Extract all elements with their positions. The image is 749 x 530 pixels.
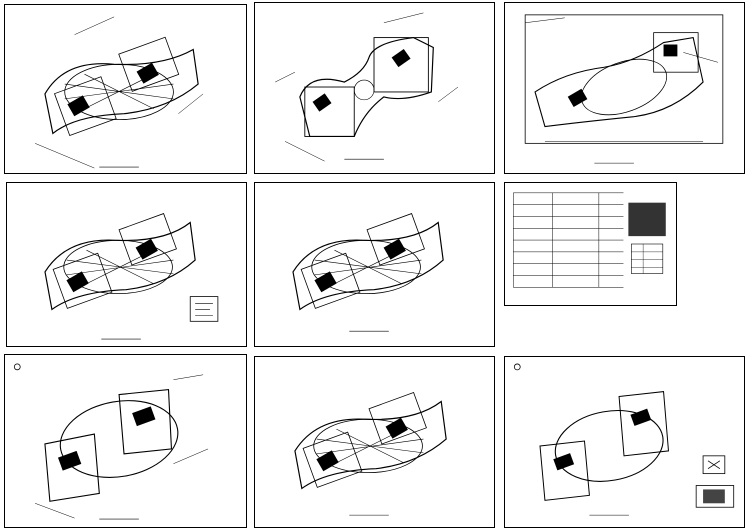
schedule-drawing bbox=[513, 192, 666, 288]
floor-plan-drawing bbox=[34, 16, 204, 169]
drawing-sheet-7[interactable] bbox=[4, 354, 247, 528]
floor-plan-drawing bbox=[294, 392, 447, 516]
drawing-sheet-5[interactable] bbox=[254, 182, 495, 347]
drawing-sheet-8[interactable] bbox=[254, 356, 495, 528]
drawing-sheet-2[interactable] bbox=[254, 2, 495, 174]
drawing-sheet-4[interactable] bbox=[6, 182, 247, 347]
floor-plan-drawing bbox=[275, 12, 459, 162]
drawing-sheet-1[interactable] bbox=[4, 4, 247, 174]
floor-plan-drawing bbox=[13, 363, 209, 520]
floor-plan-drawing bbox=[292, 213, 444, 332]
drawing-sheet-6[interactable] bbox=[504, 182, 677, 306]
floor-plan-drawing bbox=[513, 363, 735, 516]
floor-plan-drawing bbox=[44, 213, 219, 340]
north-mark bbox=[13, 363, 21, 371]
drawing-sheet-9[interactable] bbox=[504, 356, 745, 528]
legend-block bbox=[195, 303, 213, 316]
drawing-sheet-3[interactable] bbox=[504, 2, 745, 174]
floor-plan-drawing bbox=[524, 14, 724, 164]
north-mark bbox=[513, 363, 521, 371]
